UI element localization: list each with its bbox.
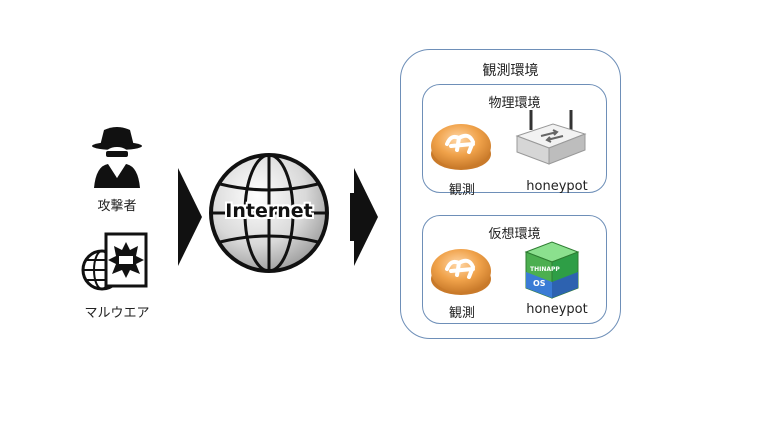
- vm-box-icon: THINAPP OS: [524, 241, 580, 299]
- router-icon: [431, 249, 491, 295]
- physical-environment-panel: [422, 84, 607, 193]
- router-icon: [431, 124, 491, 170]
- malware-label: マルウエア: [84, 306, 150, 321]
- malware-group: マルウエア: [80, 230, 155, 325]
- physical-observer-label: 観測: [448, 183, 475, 198]
- switch-icon: [515, 110, 587, 165]
- virtual-environment-panel: [422, 215, 607, 324]
- observation-title: 観測環境: [482, 63, 539, 79]
- spy-icon: [92, 127, 142, 188]
- observation-environment-panel: [400, 49, 621, 339]
- arrow-right-icon: [350, 168, 378, 266]
- vm-box-text-os: OS: [533, 279, 546, 288]
- virtual-observer-label: 観測: [448, 306, 475, 321]
- internet-text: Internet: [225, 200, 313, 222]
- virtual-honeypot-label: honeypot: [526, 302, 588, 317]
- globe-icon: [209, 153, 329, 273]
- malware-icon: [81, 232, 148, 291]
- internet-globe: Internet: [206, 150, 332, 276]
- attacker-label: 攻撃者: [97, 199, 137, 214]
- attacker-group: 攻撃者: [82, 120, 152, 215]
- vm-box-text-top: THINAPP: [530, 266, 560, 273]
- physical-honeypot-label: honeypot: [526, 179, 588, 194]
- physical-title: 物理環境: [488, 96, 541, 111]
- arrow-right-icon: [178, 168, 202, 266]
- virtual-title: 仮想環境: [488, 227, 541, 242]
